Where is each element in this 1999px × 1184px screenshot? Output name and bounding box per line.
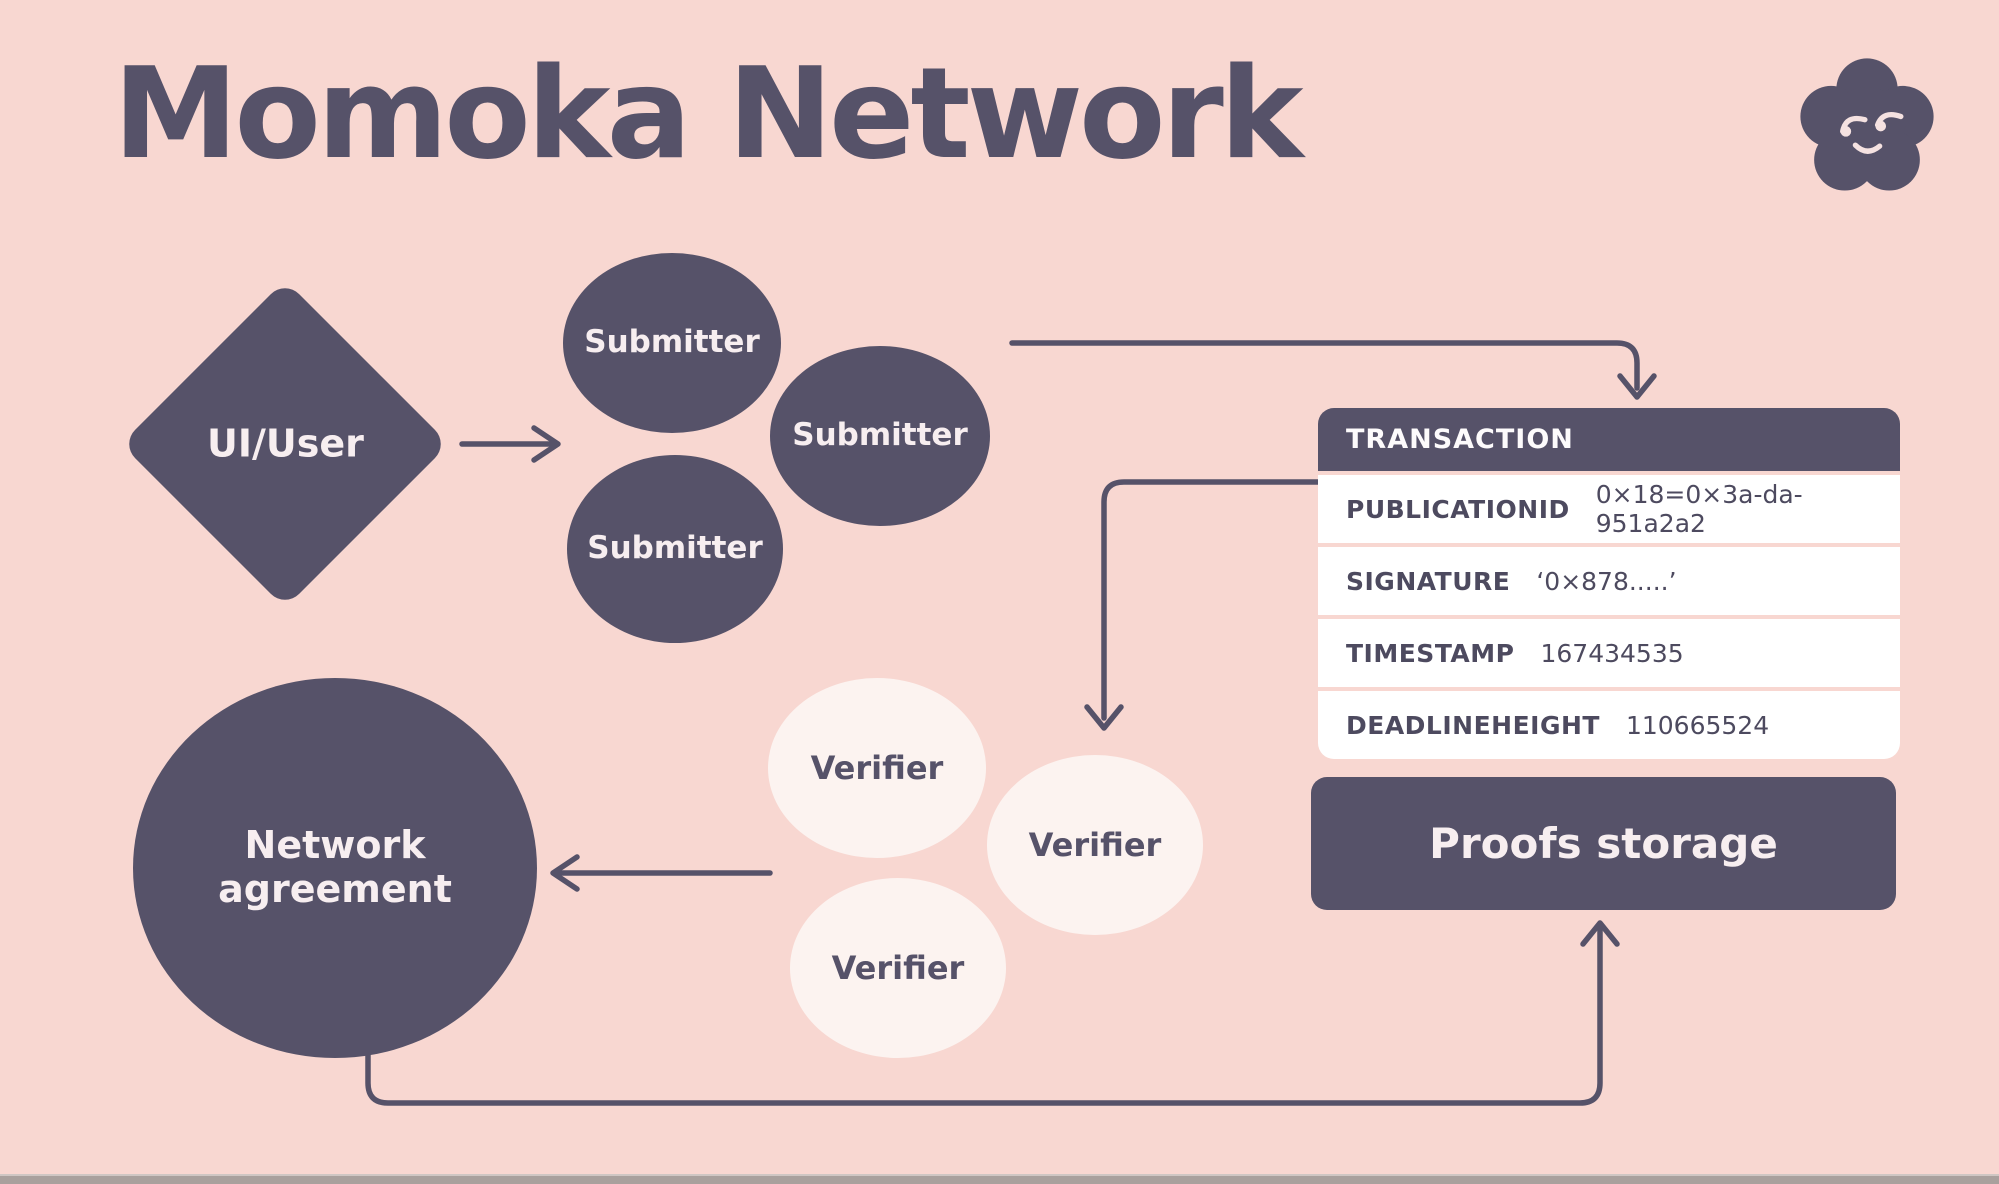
submitter-label: Submitter — [584, 324, 760, 361]
network-agreement-label: Network agreement — [218, 823, 452, 911]
node-verifier-1: Verifier — [768, 678, 986, 858]
network-agreement-line2: agreement — [218, 867, 452, 911]
transaction-row-timestamp: TIMESTAMP 167434535 — [1318, 619, 1900, 687]
node-proofs-storage: Proofs storage — [1311, 777, 1896, 910]
field-label: DEADLINEHEIGHT — [1346, 710, 1600, 740]
field-value: 110665524 — [1625, 710, 1770, 740]
verifier-label: Verifier — [831, 948, 965, 987]
edge-user-to-submitters — [459, 425, 561, 463]
field-value: ‘0×878.....’ — [1536, 566, 1677, 596]
node-submitter-3: Submitter — [567, 455, 783, 643]
node-ui-user: UI/User — [120, 279, 450, 609]
edge-submitters-to-transaction — [1009, 340, 1657, 400]
field-value: 0×18=0×3a-da-951a2a2 — [1595, 480, 1803, 538]
edge-transaction-to-verifiers — [1084, 479, 1321, 731]
node-submitter-2: Submitter — [770, 346, 990, 526]
network-agreement-line1: Network — [244, 823, 426, 868]
transaction-card: TRANSACTION PUBLICATIONID 0×18=0×3a-da-9… — [1318, 408, 1900, 759]
transaction-header: TRANSACTION — [1318, 408, 1900, 471]
node-submitter-1: Submitter — [563, 253, 781, 433]
transaction-row-signature: SIGNATURE ‘0×878.....’ — [1318, 547, 1900, 615]
ui-user-label: UI/User — [206, 421, 364, 466]
proofs-storage-label: Proofs storage — [1429, 819, 1778, 868]
node-verifier-2: Verifier — [987, 755, 1203, 935]
field-label: PUBLICATIONID — [1346, 494, 1570, 524]
submitter-label: Submitter — [587, 530, 763, 567]
edge-verifiers-to-agreement — [550, 854, 773, 892]
flower-smiley-icon — [1800, 58, 1934, 191]
node-network-agreement: Network agreement — [133, 678, 537, 1058]
transaction-row-publicationid: PUBLICATIONID 0×18=0×3a-da-951a2a2 — [1318, 475, 1900, 543]
field-label: SIGNATURE — [1346, 566, 1511, 596]
node-verifier-3: Verifier — [790, 878, 1006, 1058]
field-value: 167434535 — [1540, 638, 1684, 668]
verifier-label: Verifier — [810, 748, 944, 787]
bottom-edge-strip — [0, 1174, 1999, 1184]
page-title: Momoka Network — [113, 40, 1304, 187]
verifier-label: Verifier — [1028, 825, 1162, 864]
transaction-row-deadlineheight: DEADLINEHEIGHT 110665524 — [1318, 691, 1900, 759]
field-label: TIMESTAMP — [1346, 638, 1515, 668]
submitter-label: Submitter — [792, 417, 968, 454]
